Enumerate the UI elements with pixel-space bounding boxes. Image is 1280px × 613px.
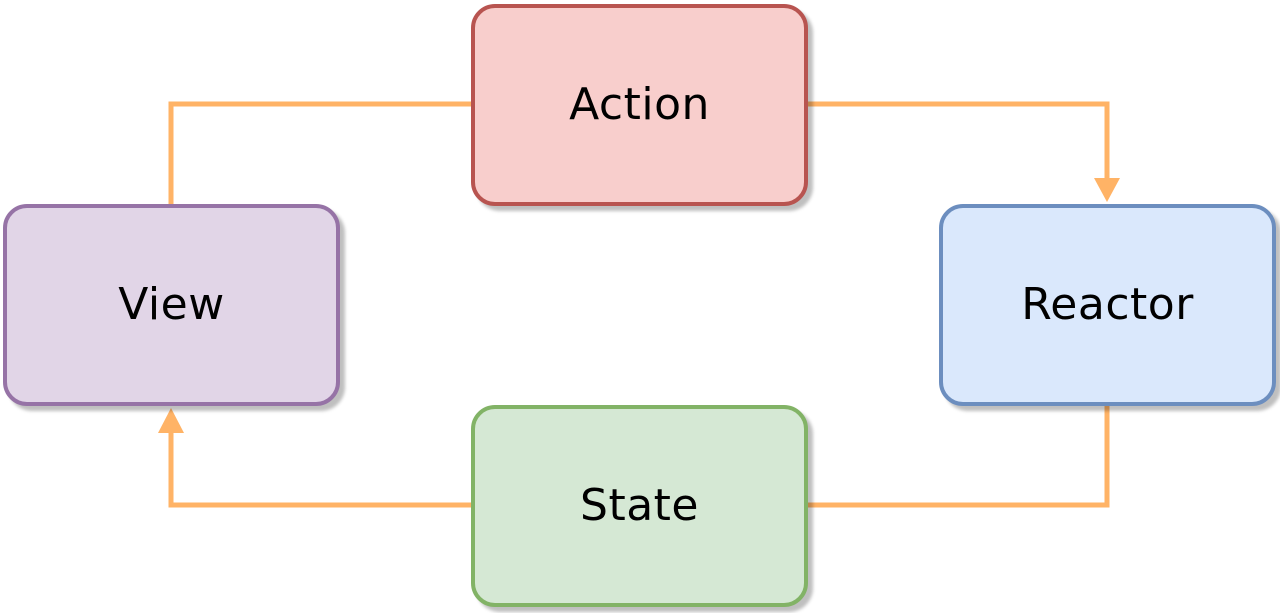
arrowhead-reactor bbox=[1094, 178, 1120, 202]
state-node[interactable]: State bbox=[471, 405, 808, 607]
edge-state-to-view bbox=[168, 430, 471, 508]
reactor-label: Reactor bbox=[1021, 279, 1194, 330]
reactor-node[interactable]: Reactor bbox=[939, 204, 1276, 406]
action-label: Action bbox=[569, 79, 710, 130]
edge-reactor-to-state bbox=[808, 406, 1110, 508]
edge-action-to-reactor bbox=[808, 101, 1110, 180]
action-node[interactable]: Action bbox=[471, 4, 808, 206]
edge-view-to-action bbox=[168, 101, 471, 204]
state-label: State bbox=[580, 480, 699, 531]
view-node[interactable]: View bbox=[3, 204, 340, 406]
arrowhead-view bbox=[158, 408, 184, 433]
view-label: View bbox=[118, 279, 225, 330]
